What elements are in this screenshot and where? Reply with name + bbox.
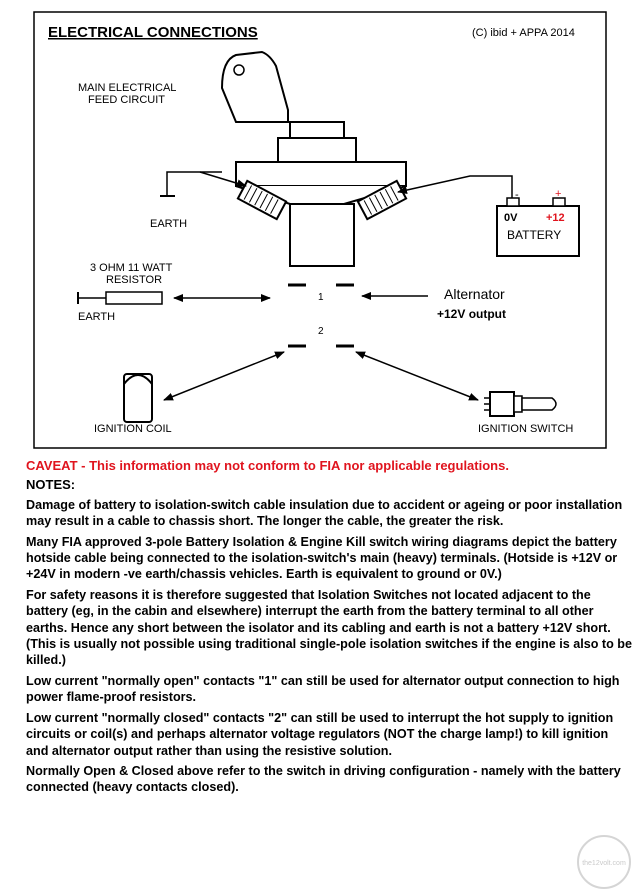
battery-pos-label: +12 <box>546 212 565 224</box>
wiring-diagram: ELECTRICAL CONNECTIONS (C) ibid + APPA 2… <box>33 11 607 449</box>
watermark-logo: the12volt.com <box>577 835 631 889</box>
note-paragraph: Damage of battery to isolation-switch ca… <box>26 497 623 529</box>
diagram-title: ELECTRICAL CONNECTIONS <box>48 24 258 41</box>
contact-1-label: 1 <box>318 292 324 303</box>
earth-symbol-icon <box>160 171 222 197</box>
isolation-switch-icon <box>220 50 408 267</box>
earth-top-label: EARTH <box>150 218 187 230</box>
ignition-switch-icon <box>484 391 557 417</box>
ignition-coil-arrow <box>163 351 285 401</box>
battery-neg-label: 0V <box>504 212 518 224</box>
note-paragraph: Low current "normally open" contacts "1"… <box>26 673 620 705</box>
alternator-output-label: +12V output <box>437 307 506 321</box>
battery-wire-arrow <box>397 175 513 198</box>
diagram-frame <box>33 11 607 449</box>
main-feed-label-2: FEED CIRCUIT <box>88 94 165 106</box>
ignition-switch-label: IGNITION SWITCH <box>478 423 573 435</box>
battery-pos-sign: + <box>555 188 561 200</box>
note-paragraph: Low current "normally closed" contacts "… <box>26 710 614 758</box>
notes-section: CAVEAT - This information may not confor… <box>26 458 632 800</box>
watermark-text: the12volt.com <box>582 860 626 867</box>
caveat-text: CAVEAT - This information may not confor… <box>26 458 509 473</box>
resistor-label-1: 3 OHM 11 WATT <box>90 262 173 274</box>
ignition-coil-label: IGNITION COIL <box>94 423 172 435</box>
resistor-label-2: RESISTOR <box>106 274 162 286</box>
battery-icon <box>496 197 580 257</box>
earth-resistor-label: EARTH <box>78 311 115 323</box>
ignition-coil-icon <box>123 373 153 423</box>
resistor-icon <box>77 291 163 305</box>
battery-neg-sign: - <box>515 189 519 201</box>
notes-heading: NOTES: <box>26 477 76 493</box>
ignition-switch-arrow <box>355 351 479 401</box>
alternator-label: Alternator <box>444 286 505 302</box>
battery-label: BATTERY <box>507 228 561 242</box>
copyright-label: (C) ibid + APPA 2014 <box>472 27 575 39</box>
earth-wire-arrow <box>199 171 247 188</box>
note-paragraph: For safety reasons it is therefore sugge… <box>26 587 632 668</box>
note-paragraph: Normally Open & Closed above refer to th… <box>26 763 621 795</box>
main-feed-label-1: MAIN ELECTRICAL <box>78 82 176 94</box>
contact-2-label: 2 <box>318 326 324 337</box>
note-paragraph: Many FIA approved 3-pole Battery Isolati… <box>26 534 618 582</box>
